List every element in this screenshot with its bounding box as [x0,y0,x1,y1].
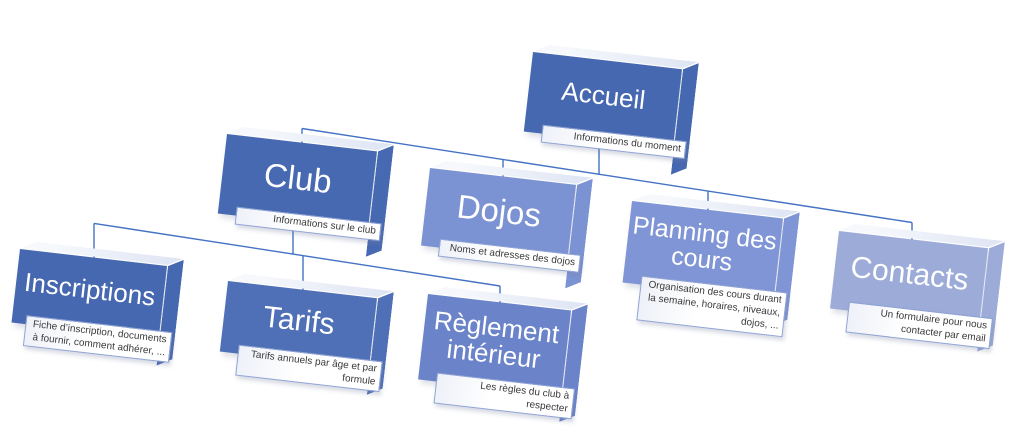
node-tarifs: Tarifs Tarifs annuels par âge et par for… [219,281,377,369]
node-planning-box: Planning des cours Organisation des cour… [622,201,783,337]
node-contacts-box: Contacts Un formulaire pour nous contact… [830,231,988,326]
node-club: Club Informations sur le club [217,134,377,231]
node-reglement-box: Règlement intérieur Les règles du club à… [418,294,571,396]
node-club-box: Club Informations sur le club [217,134,377,231]
node-title: Club [262,155,334,200]
node-accueil-box: Accueil Informations du moment [523,52,682,149]
connector-bus-level2 [93,222,501,287]
node-inscriptions-box: Inscriptions Fiche d’inscription, docume… [11,249,167,340]
node-title: Contacts [848,250,971,298]
node-dojos: Dojos Noms et adresses des dojos [421,168,576,262]
node-contacts: Contacts Un formulaire pour nous contact… [830,231,988,326]
node-inscriptions: Inscriptions Fiche d’inscription, docume… [11,249,167,340]
node-accueil: Accueil Informations du moment [523,52,682,149]
node-title: Dojos [455,187,544,234]
node-title: Accueil [560,76,647,116]
node-reglement-interieur: Règlement intérieur Les règles du club à… [418,294,571,396]
node-planning-des-cours: Planning des cours Organisation des cour… [622,201,783,337]
connector-bus-level1 [301,127,913,224]
node-dojos-box: Dojos Noms et adresses des dojos [421,168,576,262]
node-tarifs-box: Tarifs Tarifs annuels par âge et par for… [219,281,377,369]
node-title: Inscriptions [22,267,157,313]
